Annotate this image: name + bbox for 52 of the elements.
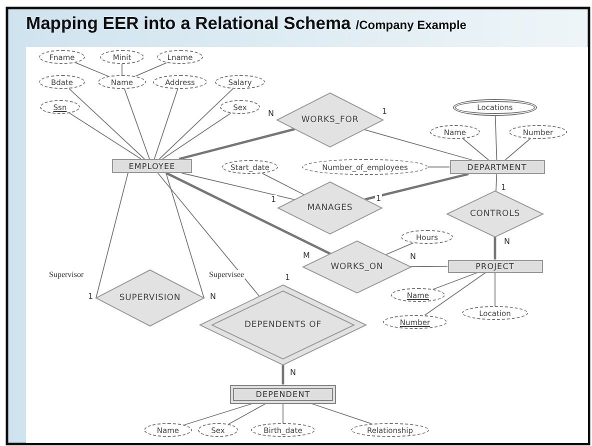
connector-line (364, 172, 469, 201)
connector-line (135, 62, 168, 77)
connector-line (154, 88, 178, 160)
cardinality-label: 1 (500, 183, 508, 192)
connector-line (162, 112, 232, 160)
connector-line (181, 172, 296, 200)
connector-line (124, 88, 150, 160)
cardinality-label: M (302, 251, 311, 260)
connector-line (166, 172, 204, 298)
entity-box: EMPLOYEE (112, 159, 192, 173)
connector-line (282, 403, 284, 424)
connector-line (262, 172, 305, 196)
connector-line (364, 129, 473, 160)
cardinality-label: N (289, 368, 297, 377)
connector-line (428, 166, 450, 168)
cardinality-label: 1 (375, 194, 382, 203)
connector-line (75, 62, 109, 77)
connector-line (494, 115, 498, 160)
subtitle-text: /Company Example (356, 18, 466, 32)
connector-line (282, 365, 284, 384)
role-label: Supervisor (48, 270, 85, 279)
connector-line (69, 112, 142, 160)
cardinality-label: 1 (381, 107, 388, 116)
relationship-diamond: WORKS_FOR (277, 93, 383, 147)
connector-line (496, 174, 498, 192)
cardinality-label: N (267, 109, 275, 118)
cardinality-label: N (209, 292, 217, 301)
relationship-diamond: SUPERVISION (96, 270, 204, 326)
role-label: Supervisee (208, 270, 246, 279)
connector-line (166, 172, 331, 255)
connector-line (385, 242, 414, 256)
connector-line (432, 272, 478, 290)
cardinality-label: N (503, 237, 511, 246)
connector-line (462, 138, 490, 160)
cardinality-label: N (409, 252, 417, 261)
connector-line (310, 403, 372, 424)
connector-line (178, 128, 296, 160)
connector-line (504, 138, 531, 160)
entity-box: PROJECT (448, 260, 542, 272)
connector-line (494, 272, 496, 306)
weak-entity-box: DEPENDENT (230, 384, 336, 404)
connector-line (228, 403, 266, 425)
entity-box: DEPARTMENT (450, 160, 544, 174)
connector-line (157, 172, 260, 297)
cardinality-label: 1 (270, 195, 278, 204)
cardinality-label: 1 (87, 292, 94, 301)
connector-line (410, 266, 448, 268)
title-text: Mapping EER into a Relational Schema (26, 13, 351, 34)
connector-line (96, 172, 128, 298)
connector-line (494, 237, 496, 260)
relationship-diamond: CONTROLS (447, 191, 543, 237)
cardinality-label: 1 (284, 273, 292, 282)
